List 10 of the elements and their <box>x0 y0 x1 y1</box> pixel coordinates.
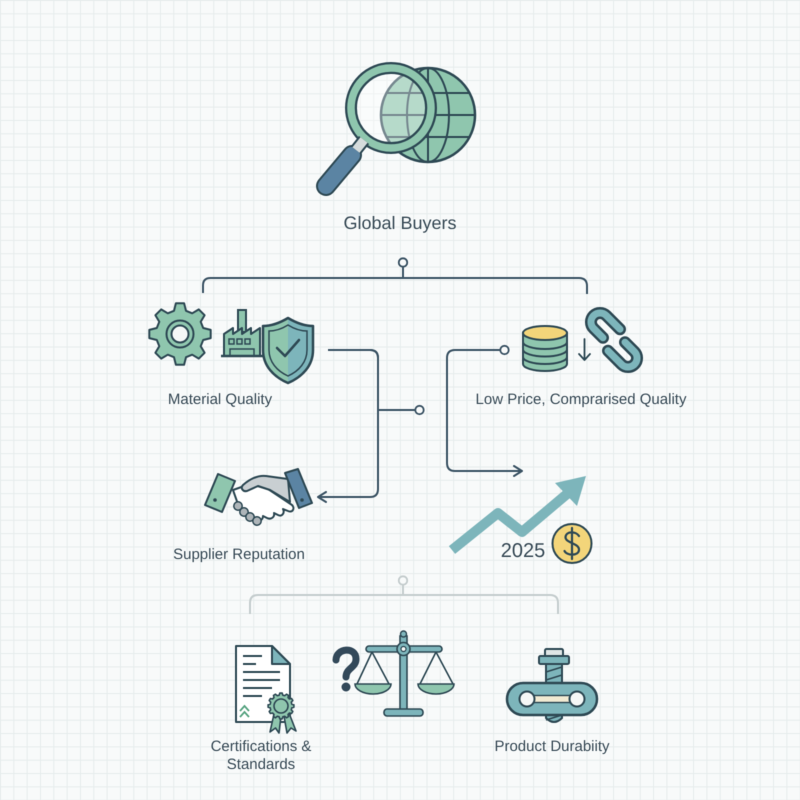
node-label: Material Quality <box>168 391 272 409</box>
node-label: Low Price, Comprarised Quality <box>476 391 686 409</box>
year-label: 2025 <box>500 539 546 563</box>
node-label: Supplier Reputation <box>173 546 305 564</box>
connector-line <box>328 349 425 416</box>
connector-line <box>398 575 559 614</box>
node-label: Product Durabiity <box>494 738 610 756</box>
arrow <box>446 344 523 477</box>
node-label: Global Buyers <box>343 213 457 235</box>
node-label: Certifications & Standards <box>210 738 312 774</box>
